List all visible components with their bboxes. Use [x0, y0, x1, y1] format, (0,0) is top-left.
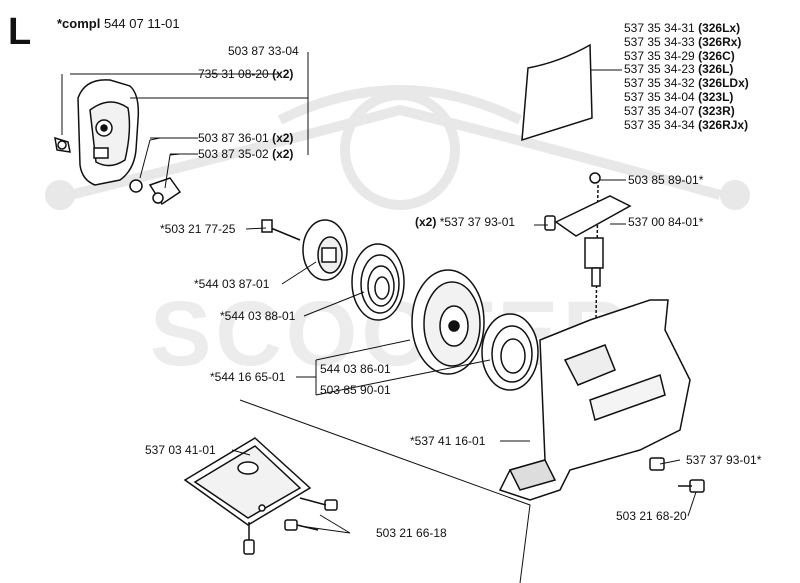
- model-code: (326RJx): [698, 117, 749, 132]
- part-number: 503 21 66-18: [376, 526, 447, 540]
- compl-number: 544 07 11-01: [103, 16, 180, 31]
- model-part-number: 537 35 34-29: [624, 48, 695, 63]
- model-part-number: 537 35 34-33: [624, 34, 695, 49]
- model-row: 537 35 34-34 (326RJx): [624, 117, 749, 133]
- model-row: 537 35 34-29 (326C): [624, 48, 749, 64]
- part-number: *537 41 16-01: [410, 434, 486, 448]
- part-label-537008401: 537 00 84-01*: [628, 215, 703, 229]
- watermark-logo: [45, 85, 750, 210]
- pulley-drawing: [261, 219, 348, 281]
- part-label-503873304: 503 87 33-04: [228, 44, 299, 58]
- model-row: 537 35 34-07 (323R): [624, 103, 749, 119]
- model-part-number: 537 35 34-23: [624, 62, 695, 77]
- decal-sticker: [521, 43, 622, 142]
- part-label-544038701: *544 03 87-01: [194, 277, 269, 291]
- model-code: (326Rx): [698, 34, 742, 49]
- part-number: *537 37 93-01: [439, 215, 516, 229]
- part-label-503873601: 503 87 36-01 (x2): [198, 131, 293, 145]
- part-label-503216820: 503 21 68-20: [616, 509, 687, 523]
- part-number: 537 37 93-01*: [686, 453, 762, 467]
- part-number: 537 03 41-01: [145, 443, 216, 457]
- model-code: (326L): [698, 62, 734, 77]
- part-number: 503 85 90-01: [320, 383, 391, 397]
- part-label-503858901: 503 85 89-01*: [628, 173, 703, 187]
- screws-drawing: [243, 457, 705, 555]
- model-row: 537 35 34-31 (326Lx): [624, 21, 749, 36]
- part-number: 503 87 36-01: [198, 131, 269, 145]
- part-number: 544 03 86-01: [320, 362, 391, 376]
- model-row: 537 35 34-04 (323L): [624, 89, 749, 105]
- part-quantity: (x2): [272, 131, 294, 145]
- complete-assembly-label: *compl 544 07 11-01: [57, 16, 180, 31]
- leader-lines: [61, 52, 697, 583]
- model-code: (326C): [698, 48, 735, 63]
- part-label-537379301-top: (x2) *537 37 93-01: [415, 215, 515, 229]
- part-label-537379301-right: 537 37 93-01*: [686, 453, 761, 467]
- part-label-537034101: 537 03 41-01: [145, 443, 216, 457]
- part-label-735310820: 735 31 08-20 (x2): [198, 67, 293, 81]
- part-quantity: (x2): [272, 67, 294, 81]
- model-row: 537 35 34-33 (326Rx): [624, 34, 749, 50]
- part-number: 503 21 68-20: [616, 509, 687, 523]
- part-number: *544 16 65-01: [210, 370, 286, 384]
- part-quantity: (x2): [415, 215, 437, 229]
- part-label-503873502: 503 87 35-02 (x2): [198, 147, 293, 161]
- model-code: (323R): [698, 103, 735, 118]
- compl-prefix: *compl: [57, 16, 101, 31]
- bracket-drawing: [183, 437, 312, 526]
- part-number: *503 21 77-25: [160, 222, 236, 236]
- part-label-544038801: *544 03 88-01: [220, 309, 295, 323]
- part-quantity: (x2): [272, 147, 294, 161]
- starter-housing-drawing: [498, 299, 691, 501]
- model-part-number: 537 35 34-34: [624, 117, 695, 132]
- return-spring-drawing: [481, 313, 539, 391]
- model-row: 537 35 34-23 (326L): [624, 62, 749, 77]
- part-number: 503 87 33-04: [228, 44, 299, 58]
- part-label-544166501: *544 16 65-01: [210, 370, 285, 384]
- model-part-number: 537 35 34-04: [624, 89, 695, 104]
- part-label-503859001: 503 85 90-01: [320, 383, 391, 397]
- model-part-number: 537 35 34-07: [624, 103, 695, 118]
- part-label-544038601: 544 03 86-01: [320, 362, 391, 376]
- part-number: *544 03 87-01: [194, 277, 270, 291]
- part-number: 503 85 89-01*: [628, 173, 704, 187]
- part-label-503217725: *503 21 77-25: [160, 222, 235, 236]
- part-number: 537 00 84-01*: [628, 215, 704, 229]
- model-part-list: 537 35 34-31 (326Lx) 537 35 34-33 (326Rx…: [624, 21, 749, 133]
- starter-handle-drawing: [544, 172, 632, 321]
- part-number: *544 03 88-01: [220, 309, 296, 323]
- model-part-number: 537 35 34-32: [624, 76, 695, 91]
- model-part-number: 537 35 34-31: [624, 21, 695, 35]
- model-code: (326Lx): [698, 21, 741, 35]
- starter-cover-drawing: [54, 79, 182, 206]
- model-code: (323L): [698, 89, 734, 104]
- part-label-503216618: 503 21 66-18: [376, 526, 447, 540]
- part-number: 503 87 35-02: [198, 147, 269, 161]
- part-number: 735 31 08-20: [198, 67, 269, 81]
- part-label-537411601: *537 41 16-01: [410, 434, 485, 448]
- spring-cassette-drawing: [351, 243, 405, 321]
- model-row: 537 35 34-32 (326LDx): [624, 76, 749, 91]
- section-letter: L: [8, 11, 32, 53]
- model-code: (326LDx): [698, 76, 749, 91]
- rope-pulley-drawing: [411, 269, 485, 375]
